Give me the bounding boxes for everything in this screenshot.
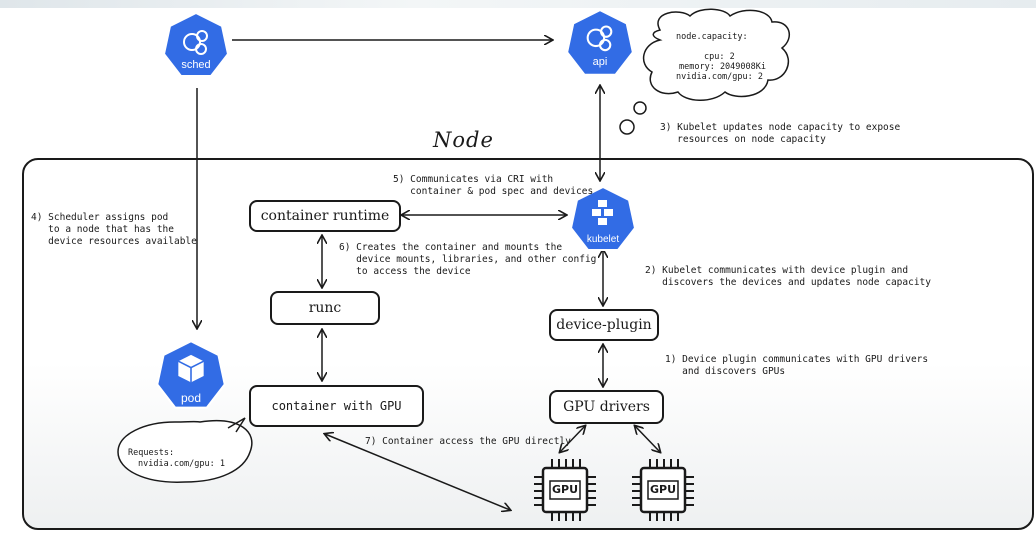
gpu-chip-label: GPU — [649, 483, 677, 496]
runc-box: runc — [270, 291, 380, 325]
gpu-chip-icon: GPU — [628, 455, 698, 525]
gpu-drivers-label: GPU drivers — [563, 399, 650, 415]
device-plugin-box: device-plugin — [549, 309, 659, 341]
arrow-drivers-gpu2 — [635, 426, 660, 452]
gpu-chip-label: GPU — [551, 483, 579, 496]
step-4-label: 4) Scheduler assigns pod to a node that … — [31, 212, 197, 247]
container-runtime-label: container runtime — [260, 208, 390, 224]
thought-dot-2 — [619, 119, 635, 135]
node-capacity-memory: memory: 2049008Ki — [679, 62, 766, 72]
api-icon: api — [563, 7, 637, 81]
device-plugin-label: device-plugin — [556, 317, 652, 333]
requests-gpu: nvidia.com/gpu: 1 — [138, 459, 225, 469]
top-bar — [0, 0, 1036, 8]
node-title: Node — [433, 128, 494, 152]
pod-icon: pod — [153, 338, 229, 414]
pod-label: pod — [180, 391, 202, 405]
gpu-drivers-box: GPU drivers — [549, 390, 664, 424]
node-capacity-heading: node.capacity: — [676, 32, 748, 42]
runc-label: runc — [308, 300, 342, 316]
sched-icon: sched — [160, 10, 232, 82]
step-1-label: 1) Device plugin communicates with GPU d… — [665, 354, 929, 377]
step-3-label: 3) Kubelet updates node capacity to expo… — [660, 122, 901, 145]
thought-dot-1 — [633, 101, 647, 115]
node-capacity-cloud — [642, 8, 791, 101]
step-7-label: 7) Container access the GPU directly — [365, 436, 571, 447]
node-capacity-cpu: cpu: 2 — [704, 52, 735, 62]
requests-bubble — [117, 417, 253, 483]
kubelet-label: kubelet — [586, 234, 620, 245]
sched-label: sched — [181, 59, 211, 71]
arrow-container-to-gpu — [325, 434, 510, 510]
step-6-label: 6) Creates the container and mounts the … — [339, 242, 597, 277]
container-with-gpu-box: container with GPU — [249, 385, 424, 427]
requests-heading: Requests: — [128, 448, 175, 458]
step-5-label: 5) Communicates via CRI with container &… — [393, 174, 594, 197]
node-capacity-gpu: nvidia.com/gpu: 2 — [676, 72, 763, 82]
container-with-gpu-label: container with GPU — [271, 399, 402, 413]
api-label: api — [592, 56, 608, 68]
step-2-label: 2) Kubelet communicates with device plug… — [645, 265, 931, 288]
gpu-chip-icon: GPU — [530, 455, 600, 525]
kubelet-icon: kubelet — [567, 184, 639, 256]
container-runtime-box: container runtime — [249, 200, 401, 232]
arrow-drivers-gpu1 — [560, 426, 585, 452]
